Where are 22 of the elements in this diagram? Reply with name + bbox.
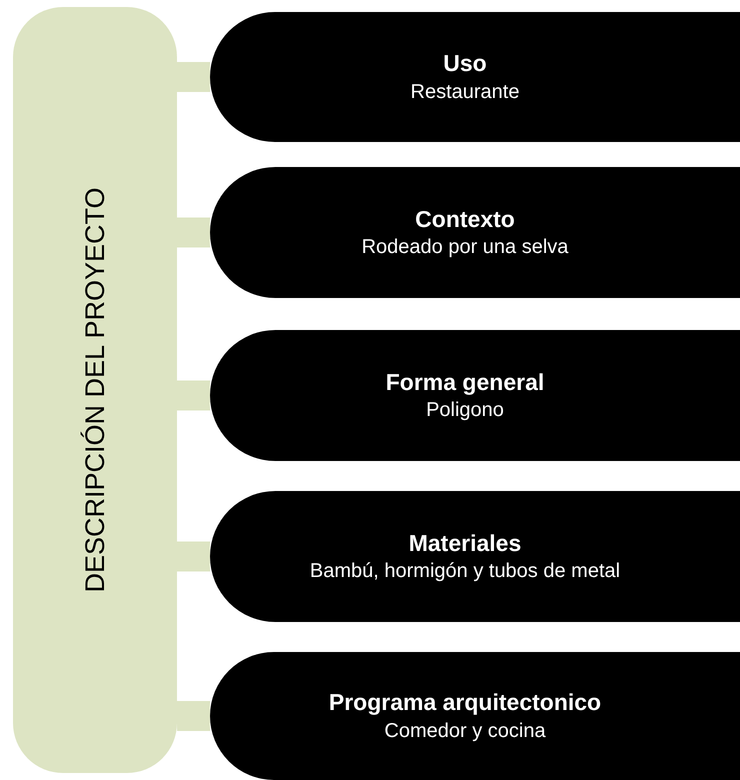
item-description: Restaurante [410,80,520,105]
vertical-heading: DESCRIPCIÓN DEL PROYECTO [78,187,111,593]
connector-bar [177,380,210,410]
connector-bar [177,62,210,92]
item-title: Contexto [415,204,515,234]
item-card [210,652,740,780]
category-bar [13,7,177,773]
item-card [210,330,740,461]
item-card [210,167,740,298]
connector-bar [177,218,210,248]
item-card [210,491,740,622]
connector-bar [177,542,210,572]
item-description: Bambú, hormigón y tubos de metal [310,559,620,584]
connector-bar [177,701,210,731]
item-description: Comedor y cocina [384,718,546,744]
item-title: Materiales [408,528,522,558]
item-title: Programa arquitectonico [328,688,602,717]
item-description: Rodeado por una selva [362,235,568,260]
item-title: Forma general [386,368,544,396]
item-title: Uso [443,49,487,78]
item-description: Poligono [426,398,504,424]
item-card [210,12,740,142]
